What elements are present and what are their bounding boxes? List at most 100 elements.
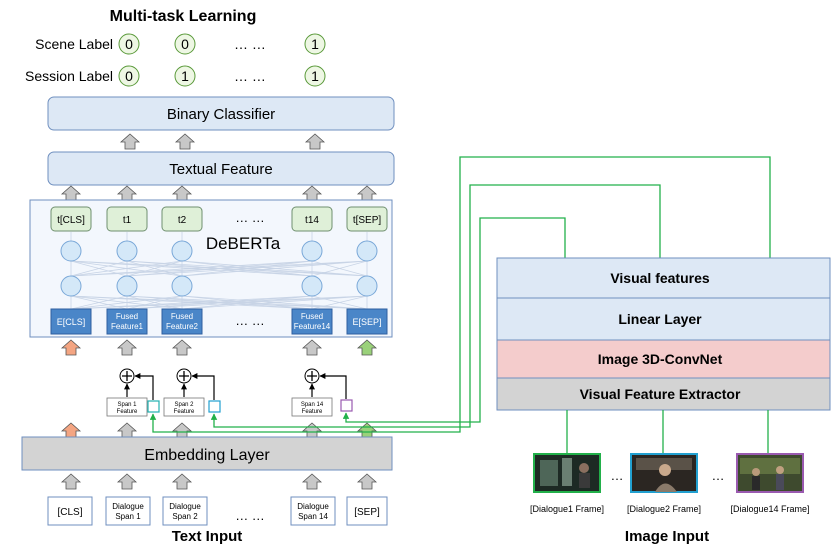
token-sep: t[SEP] — [353, 215, 382, 226]
scene-label-title: Scene Label — [35, 36, 113, 52]
arrow-embedding-output — [116, 422, 138, 439]
token-cls: t[CLS] — [57, 215, 85, 226]
deberta-node — [116, 275, 138, 297]
attention-link — [70, 295, 368, 310]
arrow-fused-input — [356, 339, 378, 356]
arrow-text-input — [60, 473, 82, 490]
embedding-cls: E[CLS] — [57, 317, 86, 327]
image-input-caption: Image Input — [625, 528, 709, 545]
token-14: t14 — [305, 215, 319, 226]
deberta-node — [116, 240, 138, 262]
attention-link — [126, 295, 183, 310]
frame-ellipsis-1: … — [611, 468, 624, 483]
arrow-classifier — [119, 133, 141, 150]
deberta-node — [356, 240, 378, 262]
visual-slot-14 — [340, 399, 353, 412]
deberta-label: DeBERTa — [206, 234, 281, 253]
feature-extractor-label: Visual Feature Extractor — [580, 386, 741, 402]
scene-ellipsis: … … — [234, 36, 266, 52]
attention-link — [70, 260, 128, 277]
visual-feature-links — [149, 156, 771, 433]
deberta-node — [60, 275, 82, 297]
frame-image-14 — [736, 453, 804, 493]
arrow-embedding-output — [60, 422, 82, 439]
attention-link — [126, 260, 368, 277]
frame-caption-1: [Dialogue1 Frame] — [530, 504, 604, 514]
attention-link — [70, 260, 368, 277]
session-label-title: Session Label — [25, 68, 113, 84]
textual-feature-box — [47, 151, 395, 186]
scene-value-2: 0 — [181, 36, 189, 52]
embedding-ellipsis: … … — [235, 313, 265, 328]
arrow-text-input — [356, 473, 378, 490]
deberta-node — [60, 240, 82, 262]
visual-slot-1 — [147, 400, 160, 413]
visual-slot-2 — [208, 400, 221, 413]
deberta-node — [171, 240, 193, 262]
frame-links — [566, 410, 769, 454]
scene-value-14: 1 — [311, 36, 319, 52]
token-ellipsis: … … — [235, 210, 265, 225]
output-tokens: t[CLS] t1 t2 t14 t[SEP] … … — [50, 206, 388, 232]
arrow-textual-feature — [171, 185, 193, 202]
arrow-fused-input — [171, 339, 193, 356]
session-ellipsis: … … — [234, 68, 266, 84]
input-sep: [SEP] — [354, 507, 380, 518]
frame-caption-14: [Dialogue14 Frame] — [730, 504, 809, 514]
attention-link — [311, 295, 368, 310]
session-value-14: 1 — [311, 68, 319, 84]
arrow-textual-feature — [301, 185, 323, 202]
deberta-node — [171, 275, 193, 297]
embedding-sep: E[SEP] — [352, 317, 381, 327]
arrow-text-input — [301, 473, 323, 490]
visual-features-box — [496, 257, 831, 299]
input-ellipsis: … … — [235, 508, 265, 523]
arrow-fused-input — [301, 339, 323, 356]
deberta-node — [301, 240, 323, 262]
embedding-layer-label: Embedding Layer — [144, 447, 270, 464]
block-arrows — [60, 133, 378, 490]
scene-value-1: 0 — [125, 36, 133, 52]
arrow-embedding-output — [301, 422, 323, 439]
arrow-classifier — [174, 133, 196, 150]
text-input-caption: Text Input — [172, 528, 243, 545]
arrow-text-input — [116, 473, 138, 490]
embedding-layer-box — [21, 436, 393, 471]
token-1: t1 — [123, 215, 132, 226]
frame-ellipsis-2: … — [712, 468, 725, 483]
arrow-textual-feature — [60, 185, 82, 202]
session-label-values: 0 1 1 … … — [118, 65, 326, 87]
attention-link — [70, 260, 183, 277]
attention-link — [70, 260, 313, 277]
deberta-node — [356, 275, 378, 297]
arrow-embedding-output — [171, 422, 193, 439]
visual-stack: Visual features Linear Layer Image 3D-Co… — [496, 257, 831, 411]
attention-link — [311, 260, 368, 277]
diagram-title: Multi-task Learning — [110, 8, 257, 25]
arrow-text-input — [171, 473, 193, 490]
arrow-classifier — [304, 133, 326, 150]
attention-link — [70, 295, 313, 310]
textual-feature-label: Textual Feature — [169, 161, 272, 178]
scene-label-values: 0 0 1 … … — [118, 33, 326, 55]
convnet-label: Image 3D-ConvNet — [598, 351, 723, 367]
input-cls: [CLS] — [57, 507, 82, 518]
attention-link — [70, 295, 128, 310]
arrow-fused-input — [116, 339, 138, 356]
attention-link — [181, 295, 368, 310]
linear-layer-box — [496, 297, 831, 341]
arrow-textual-feature — [356, 185, 378, 202]
attention-connections — [60, 232, 378, 310]
linear-layer-label: Linear Layer — [618, 311, 702, 327]
